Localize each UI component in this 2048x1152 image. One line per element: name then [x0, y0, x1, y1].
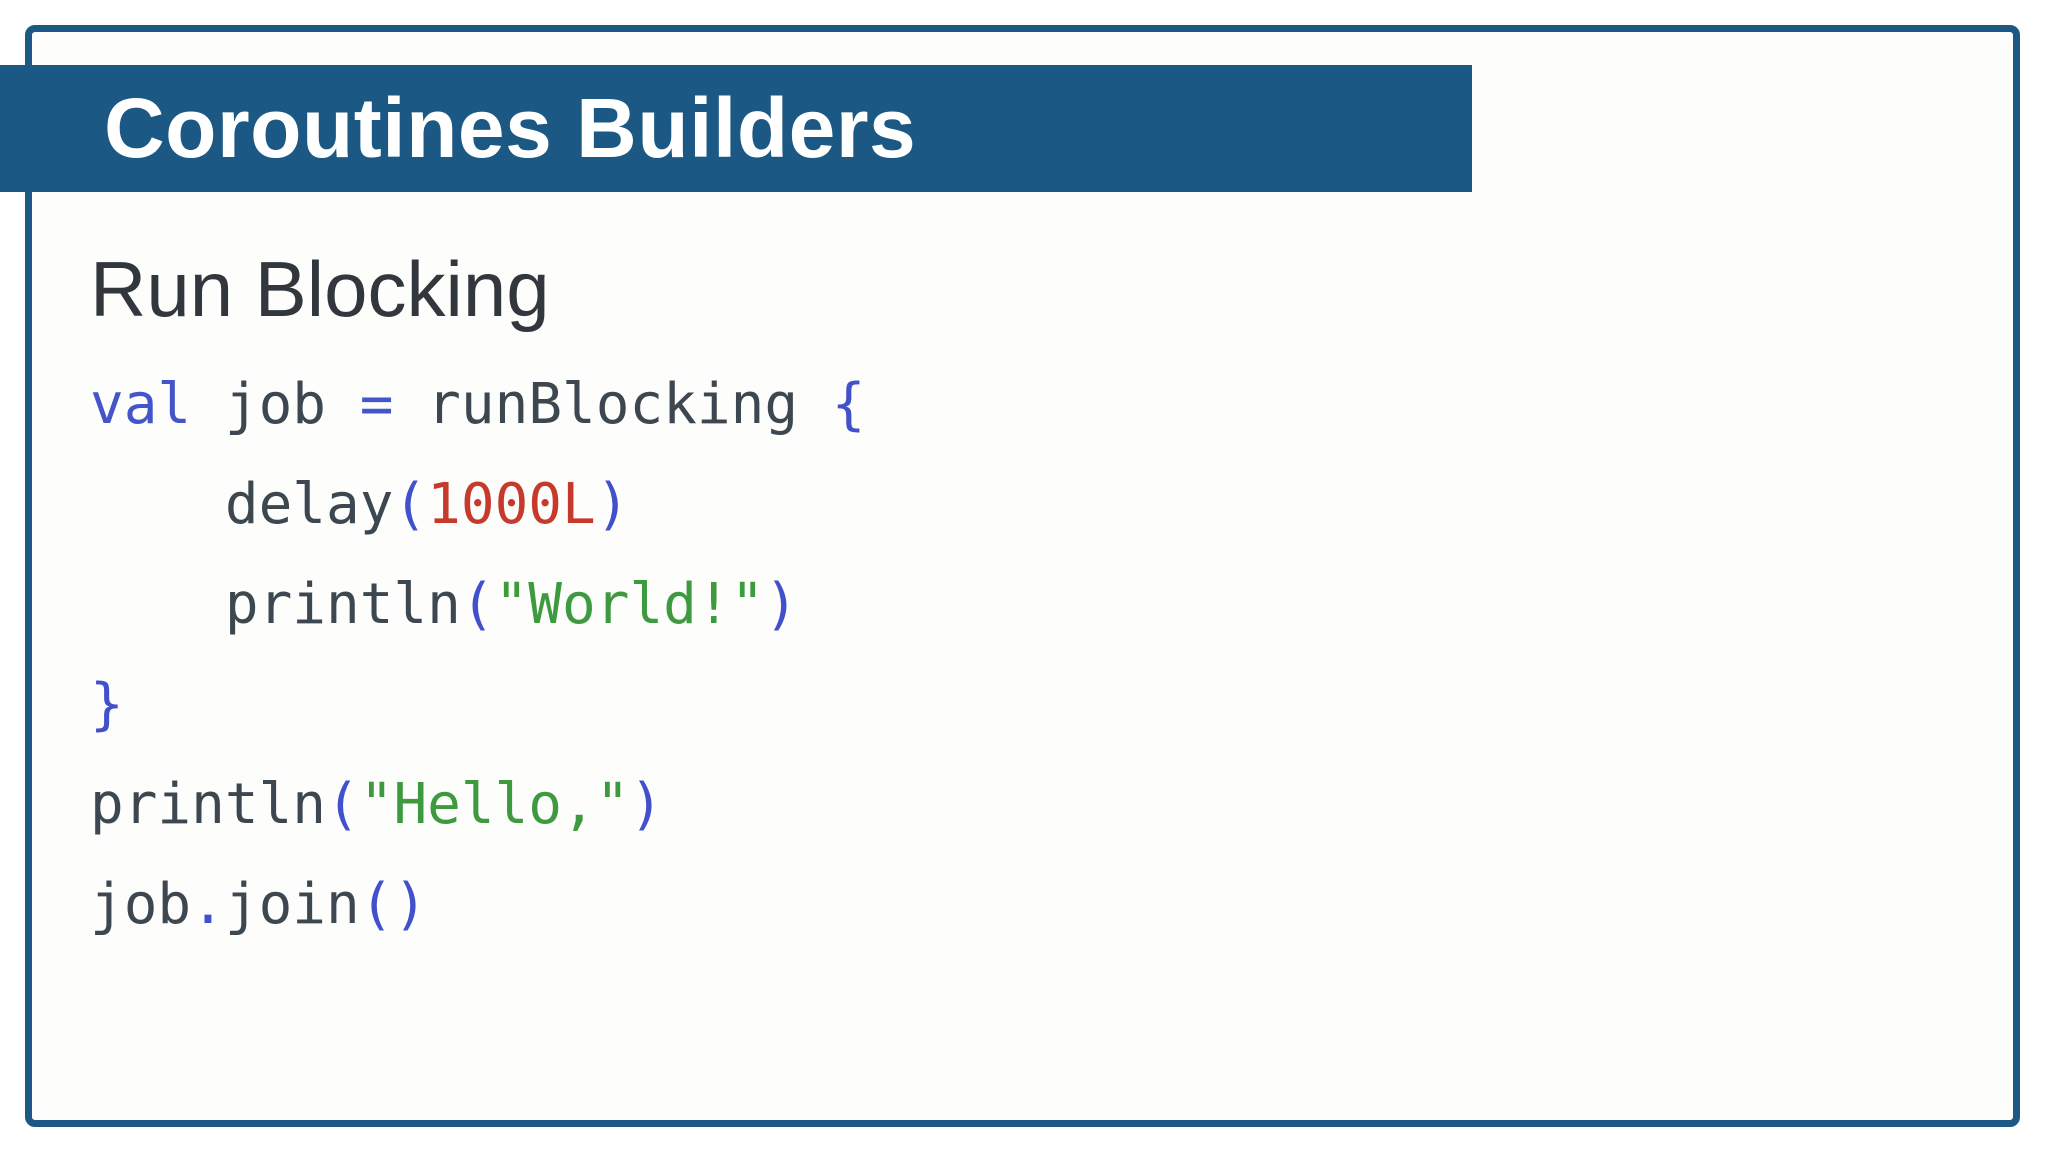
- slide-frame: [25, 25, 2020, 1127]
- code-token-default: println: [90, 772, 327, 837]
- code-token-default: println: [90, 572, 461, 637]
- slide-title: Coroutines Builders: [104, 81, 917, 175]
- code-token-punctuation: (): [359, 872, 428, 937]
- code-token-default: delay: [90, 472, 394, 537]
- code-line: delay(1000L): [90, 455, 865, 555]
- code-token-string: "Hello,": [359, 772, 630, 837]
- code-token-punctuation: {: [831, 372, 866, 437]
- code-token-punctuation: (: [326, 772, 360, 837]
- code-token-punctuation: (: [460, 572, 495, 637]
- code-line: println("World!"): [90, 555, 865, 655]
- code-token-default: job: [90, 872, 192, 937]
- code-token-keyword: val: [90, 372, 192, 437]
- code-line: println("Hello,"): [90, 755, 865, 855]
- code-token-punctuation: ): [764, 572, 799, 637]
- code-line: }: [90, 655, 865, 755]
- code-token-default: runBlocking: [393, 372, 832, 437]
- code-line: val job = runBlocking {: [90, 355, 865, 455]
- code-token-punctuation: ): [595, 472, 630, 537]
- code-token-punctuation: ): [629, 772, 664, 837]
- code-token-number: 1000L: [427, 472, 596, 537]
- section-heading: Run Blocking: [90, 245, 550, 333]
- code-token-punctuation: .: [191, 872, 225, 937]
- code-token-punctuation: }: [90, 672, 124, 737]
- code-line: job.join(): [90, 855, 865, 955]
- code-token-default: join: [224, 872, 360, 937]
- code-token-punctuation: (: [393, 472, 428, 537]
- code-token-default: job: [191, 372, 360, 437]
- slide-title-bar: Coroutines Builders: [0, 65, 1472, 192]
- code-token-keyword: =: [359, 372, 394, 437]
- code-token-string: "World!": [494, 572, 765, 637]
- code-block: val job = runBlocking { delay(1000L) pri…: [90, 355, 865, 955]
